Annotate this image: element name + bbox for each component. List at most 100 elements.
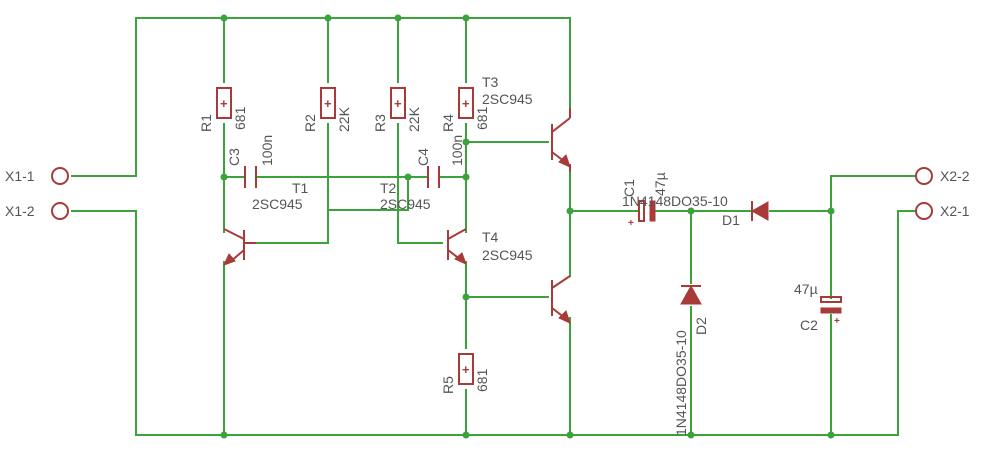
junction-dot [462, 173, 470, 181]
component-name: T3 [482, 74, 499, 90]
component-value: 2SC945 [482, 247, 533, 263]
connector-label: X1-1 [5, 168, 35, 184]
component-value: 2SC945 [380, 196, 431, 212]
component-value: 681 [232, 106, 248, 130]
electrolytic-plate [820, 296, 842, 303]
resistor-r4: + R4 681 [440, 87, 490, 132]
resistor-body-icon [458, 353, 474, 385]
resistor-r3: + R3 22K [372, 87, 422, 132]
transistor-collector [551, 275, 571, 289]
component-name: R1 [198, 114, 214, 132]
electrolytic-plate [649, 200, 656, 222]
emitter-arrow-icon [223, 253, 236, 266]
resistor-body-icon [390, 87, 406, 119]
transistor-collector [447, 228, 467, 240]
component-value: 47µ [652, 172, 668, 196]
component-name: C4 [415, 148, 431, 166]
transistor-t4: T4 2SC945 [447, 228, 533, 265]
junction-dot [462, 14, 470, 22]
resistor-plus-symbol: + [462, 96, 470, 111]
r3-bottom-wire [397, 123, 443, 244]
t1-collector-cross-wire [327, 176, 409, 211]
diode-triangle-icon [680, 284, 702, 305]
component-value: 100n [259, 135, 275, 166]
transistor-t2-label: T2 2SC945 [380, 180, 431, 212]
component-name: R3 [372, 114, 388, 132]
transistor-collector [223, 228, 245, 240]
component-name: D1 [722, 212, 740, 228]
transistor-t1: T1 2SC945 [223, 180, 309, 266]
resistor-body-icon [216, 87, 232, 119]
component-value: 22K [336, 106, 352, 132]
component-value: 681 [474, 368, 490, 392]
component-value: 2SC945 [252, 196, 303, 212]
wires [71, 17, 916, 436]
junction-dot [687, 431, 695, 439]
component-name: T1 [292, 180, 309, 196]
connector-x1-2: X1-2 [5, 202, 69, 220]
terminal-ring-icon [915, 202, 933, 220]
junction-dot [404, 173, 412, 181]
electrolytic-plate [820, 307, 842, 314]
capacitor-c1: + C1 47µ [621, 172, 668, 229]
x1-1-wire [71, 17, 137, 177]
junction-dot [220, 431, 228, 439]
component-value: 22K [406, 106, 422, 132]
resistor-r1: + R1 681 [198, 87, 248, 132]
component-name: D2 [693, 317, 709, 335]
resistor-r5: + R5 681 [440, 353, 490, 394]
connector-label: X2-2 [940, 168, 970, 184]
resistor-plus-symbol: + [220, 96, 228, 111]
diode-d1: 1N4148DO35-10 D1 [622, 193, 769, 228]
top-rail-wire [135, 17, 571, 109]
junction-dot [324, 14, 332, 22]
junction-dot [566, 431, 574, 439]
junction-dot [687, 207, 695, 215]
component-name: T2 [380, 180, 397, 196]
terminal-ring-icon [915, 167, 933, 185]
diode-d2: 1N4148DO35-10 D2 [673, 284, 709, 436]
junction-dot [462, 293, 470, 301]
junctions [220, 14, 835, 439]
junction-dot [220, 173, 228, 181]
polarity-plus-symbol: + [834, 316, 840, 327]
resistor-r2: + R2 22K [302, 87, 352, 132]
component-value: 2SC945 [482, 91, 533, 107]
x1-2-wire [71, 210, 137, 436]
component-name: C2 [800, 317, 818, 333]
r2-bottom-wire [255, 123, 329, 244]
x2-1-wire [897, 210, 916, 436]
connector-x2-1: X2-1 [915, 202, 970, 220]
component-value: 47µ [794, 281, 818, 297]
component-name: T4 [482, 229, 499, 245]
terminal-ring-icon [51, 167, 69, 185]
connector-label: X2-1 [940, 203, 970, 219]
connector-x2-2: X2-2 [915, 167, 970, 185]
resistor-plus-symbol: + [462, 362, 470, 377]
terminal-ring-icon [51, 202, 69, 220]
capacitor-c3: C3 100n [226, 135, 275, 188]
transistor-output-lower [551, 275, 571, 324]
emitter-arrow-icon [558, 310, 571, 324]
component-name: R2 [302, 114, 318, 132]
polarity-plus-symbol: + [628, 218, 634, 229]
electrolytic-plate [638, 200, 645, 222]
component-name: R4 [440, 114, 456, 132]
junction-dot [394, 14, 402, 22]
resistor-plus-symbol: + [324, 96, 332, 111]
resistor-body-icon [458, 87, 474, 119]
connector-label: X1-2 [5, 203, 35, 219]
emitter-arrow-icon [454, 252, 467, 265]
resistor-body-icon [320, 87, 336, 119]
capacitor-c2: + 47µ C2 [794, 281, 842, 333]
component-name: C1 [621, 179, 637, 197]
component-value: 1N4148DO35-10 [673, 330, 689, 436]
transistor-t3: T3 2SC945 [482, 74, 571, 172]
component-value: 681 [474, 106, 490, 130]
component-name: R5 [440, 376, 456, 394]
junction-dot [827, 431, 835, 439]
component-name: C3 [226, 148, 242, 166]
junction-dot [827, 207, 835, 215]
connector-x1-1: X1-1 [5, 167, 69, 185]
